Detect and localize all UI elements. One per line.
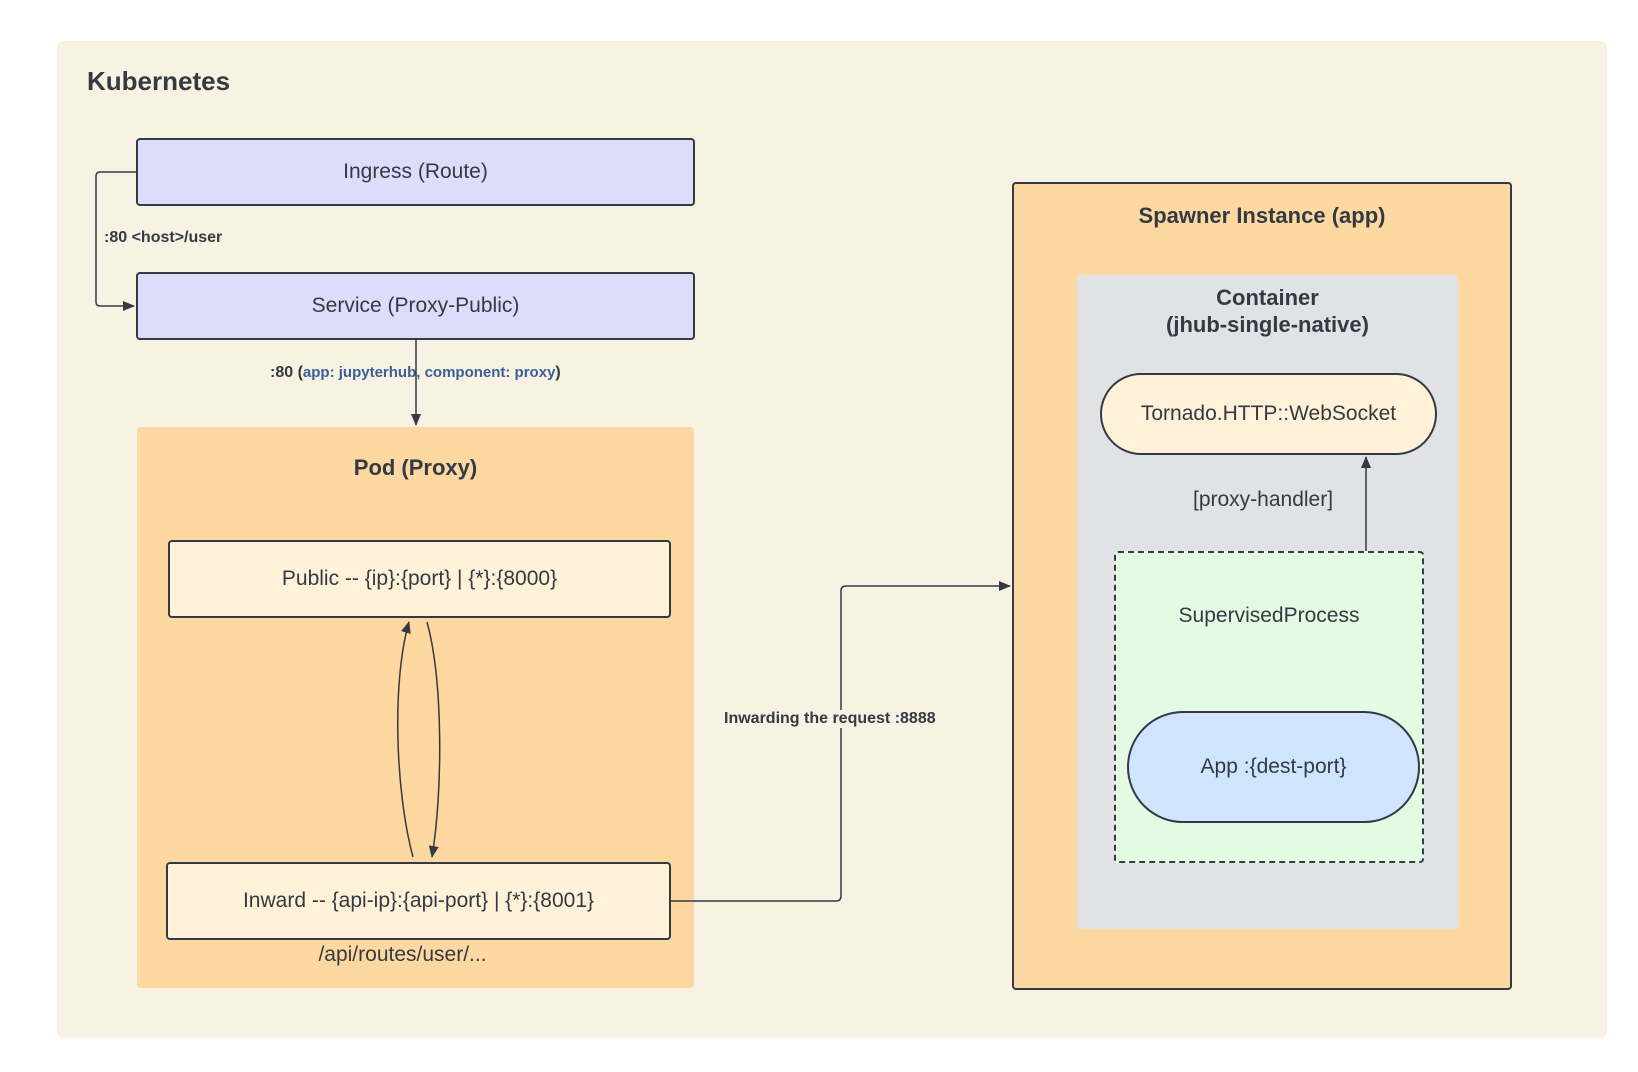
pod-proxy-title: Pod (Proxy) bbox=[353, 455, 478, 480]
container-title: Container (jhub-single-native) bbox=[1077, 284, 1458, 338]
service-proxy-public-label: Service (Proxy-Public) bbox=[311, 294, 520, 317]
service-to-pod-label: :80 (app: jupyterhub, component: proxy) bbox=[270, 364, 561, 382]
inward-port-node: Inward -- {api-ip}:{api-port} | {*}:{800… bbox=[166, 862, 671, 940]
public-port-node: Public -- {ip}:{port} | {*}:{8000} bbox=[168, 540, 671, 618]
ingress-to-service-label: :80 <host>/user bbox=[104, 229, 223, 246]
tornado-websocket-node: Tornado.HTTP::WebSocket bbox=[1100, 373, 1437, 455]
container-title-image: (jhub-single-native) bbox=[1166, 312, 1369, 337]
service-to-pod-port: :80 ( bbox=[270, 364, 303, 381]
service-proxy-public-node: Service (Proxy-Public) bbox=[136, 272, 695, 340]
api-routes-label: /api/routes/user/... bbox=[318, 943, 487, 966]
spawner-instance-title: Spawner Instance (app) bbox=[1138, 203, 1386, 228]
ingress-route-node: Ingress (Route) bbox=[136, 138, 695, 206]
kubernetes-title: Kubernetes bbox=[87, 66, 231, 96]
inwarding-request-label: Inwarding the request :8888 bbox=[722, 710, 938, 728]
ingress-route-label: Ingress (Route) bbox=[343, 160, 488, 183]
supervised-process-label: SupervisedProcess bbox=[1178, 604, 1360, 627]
app-dest-port-node: App :{dest-port} bbox=[1127, 711, 1420, 823]
container-title-name: Container bbox=[1216, 285, 1319, 310]
tornado-websocket-label: Tornado.HTTP::WebSocket bbox=[1140, 402, 1397, 425]
proxy-handler-label: [proxy-handler] bbox=[1193, 488, 1334, 511]
app-dest-port-label: App :{dest-port} bbox=[1200, 755, 1347, 778]
service-to-pod-close: ) bbox=[555, 364, 561, 381]
public-port-label: Public -- {ip}:{port} | {*}:{8000} bbox=[281, 567, 558, 590]
inward-port-label: Inward -- {api-ip}:{api-port} | {*}:{800… bbox=[242, 889, 595, 912]
service-to-pod-selector: app: jupyterhub, component: proxy bbox=[302, 364, 556, 381]
